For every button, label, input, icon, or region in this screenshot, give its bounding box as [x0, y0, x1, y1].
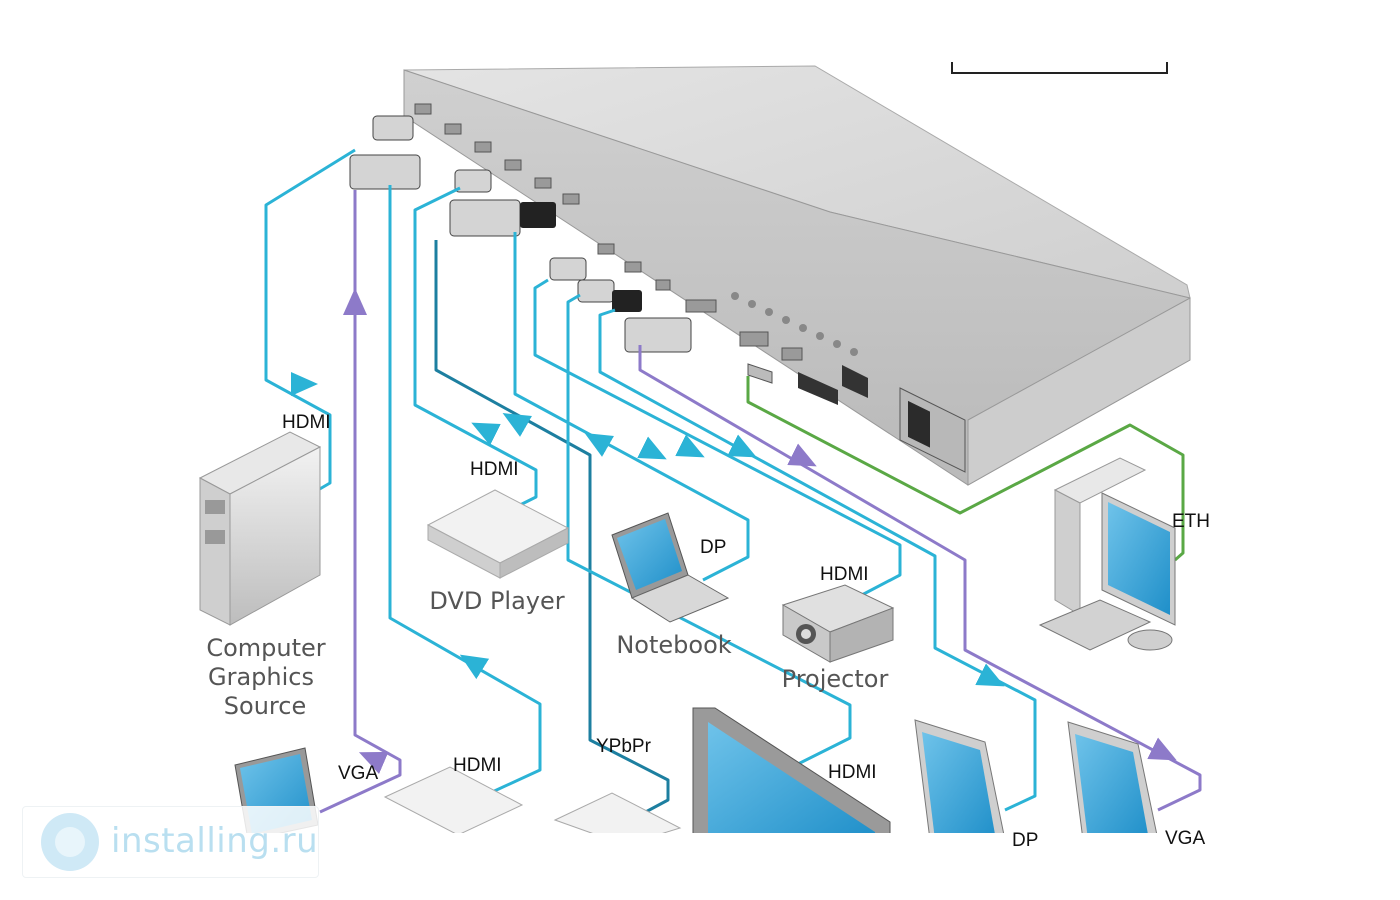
flat-display-icon — [692, 707, 891, 841]
label-eth: ETH — [1172, 511, 1210, 532]
label-hdmi-projector: HDMI — [820, 564, 869, 585]
monitor-dp-icon — [914, 719, 1006, 841]
label-vga-monitor: VGA — [1165, 828, 1205, 849]
label-dp-monitor: DP — [1012, 830, 1038, 851]
watermark-text: installing.ru — [111, 821, 319, 861]
dvd-player-icon — [426, 489, 570, 579]
cable-dp-monitor — [598, 308, 1037, 812]
label-dvd-player: DVD Player — [429, 587, 564, 615]
cable-eth — [746, 376, 1185, 562]
label-cgs-line1: Computer — [206, 634, 325, 662]
label-cgs-line2: Graphics — [208, 663, 314, 691]
label-vga-laptop: VGA — [338, 763, 378, 784]
label-hdmi-bottom: HDMI — [453, 755, 502, 776]
label-hdmi-dvd: HDMI — [470, 459, 519, 480]
label-ypbpr: YPbPr — [596, 736, 652, 757]
cable-vga-laptop — [319, 190, 402, 814]
label-hdmi-cgs: HDMI — [282, 412, 331, 433]
label-projector: Projector — [782, 665, 889, 693]
matrix-switcher — [349, 65, 1191, 486]
notebook-icon — [611, 512, 730, 623]
cable-ypbpr — [434, 240, 670, 817]
cable-hdmi-display — [566, 293, 852, 770]
monitor-vga-icon — [1067, 721, 1159, 841]
desktop-pc-icon — [1038, 457, 1176, 651]
cable-dp-notebook — [513, 232, 750, 582]
cable-vga-monitor — [638, 345, 1202, 812]
installing-logo-icon — [41, 813, 99, 871]
label-notebook: Notebook — [616, 631, 731, 659]
cable-hdmi-projector — [533, 278, 902, 599]
cable-hdmi-cgs — [264, 148, 356, 492]
projector-icon — [781, 584, 895, 663]
label-dp-notebook: DP — [700, 537, 726, 558]
media-player-icon — [383, 766, 682, 846]
watermark: installing.ru — [22, 806, 319, 878]
computer-tower-icon — [198, 431, 322, 626]
frame-bracket — [951, 62, 1168, 74]
label-cgs-line3: Source — [224, 692, 306, 720]
cable-hdmi-bottom — [388, 185, 542, 795]
label-hdmi-display: HDMI — [828, 762, 877, 783]
